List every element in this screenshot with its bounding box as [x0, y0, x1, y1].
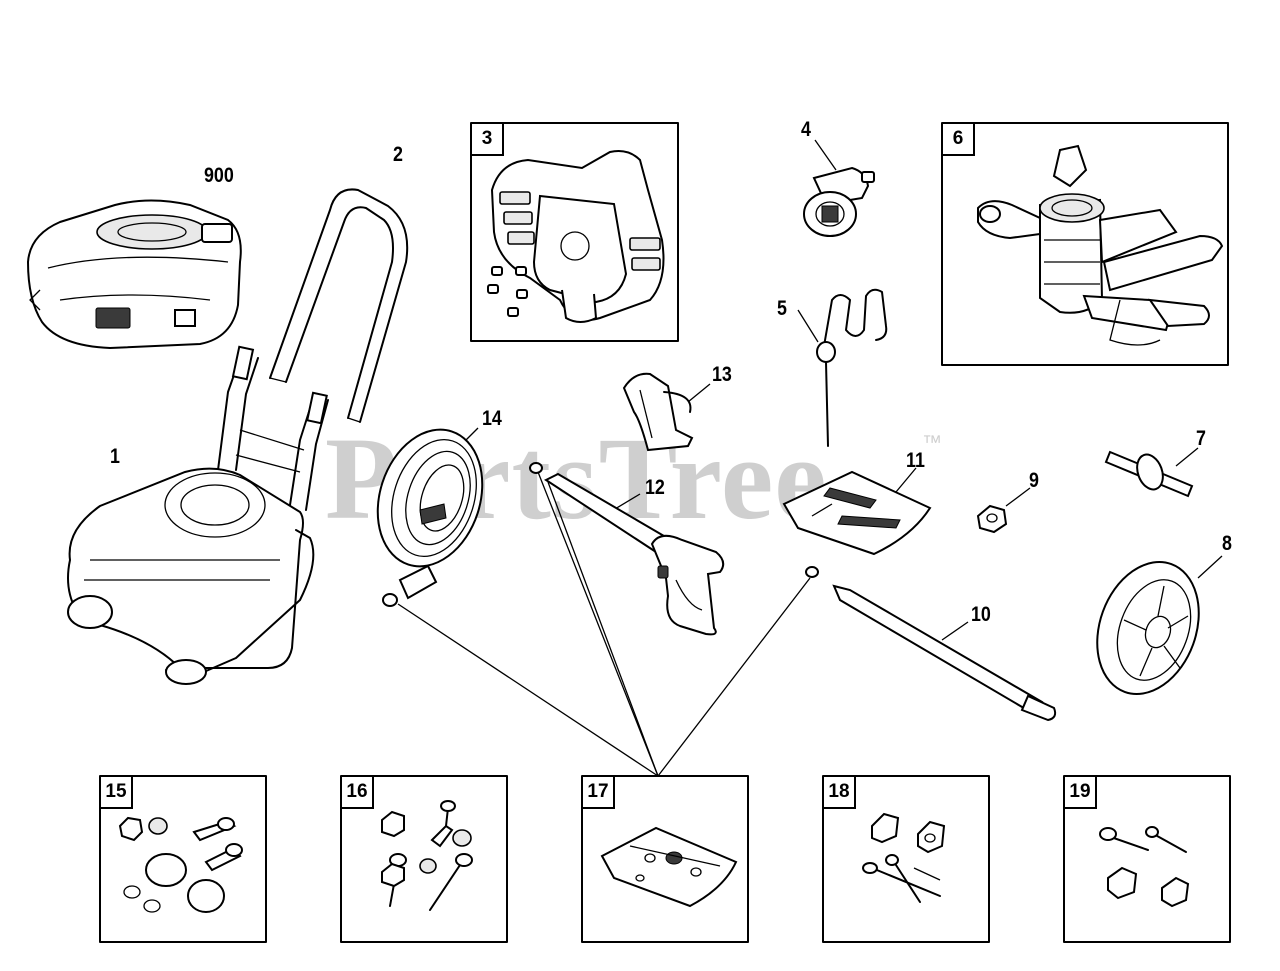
- part-18-hardware: [862, 812, 946, 903]
- callout-13: 13: [712, 363, 732, 386]
- box-18-frame: [822, 775, 990, 943]
- box-label-19: 19: [1065, 777, 1097, 809]
- leader-lines: [397, 471, 811, 777]
- box-17-frame: [581, 775, 749, 943]
- box-label-15: 15: [101, 777, 133, 809]
- part-9-nut: [976, 487, 1031, 534]
- box-label-17: 17: [583, 777, 615, 809]
- part-4-nozzle: [803, 139, 875, 237]
- callout-1: 1: [110, 445, 120, 468]
- part-12-gun: [529, 462, 725, 636]
- box-3-frame: [470, 122, 679, 342]
- callout-14: 14: [482, 407, 502, 430]
- callout-11: 11: [906, 449, 925, 472]
- callout-8: 8: [1222, 532, 1232, 555]
- callout-5: 5: [777, 297, 787, 320]
- callout-10: 10: [971, 603, 991, 626]
- part-15-hardware: [118, 816, 243, 913]
- part-13-holster: [622, 372, 711, 452]
- box-label-3: 3: [472, 124, 504, 156]
- box-16-frame: [340, 775, 508, 943]
- part-900-engine: [26, 199, 242, 350]
- callout-7: 7: [1196, 427, 1206, 450]
- part-10-wand: [805, 566, 1057, 722]
- part-17-repair-kit: [600, 826, 738, 908]
- part-5-hook: [797, 288, 888, 447]
- box-6-frame: [941, 122, 1229, 366]
- box-label-6: 6: [943, 124, 975, 156]
- part-19-hardware: [1099, 826, 1190, 908]
- part-2-handle: [269, 188, 409, 423]
- watermark-trademark: ™: [922, 432, 942, 454]
- part-6-pump: [977, 144, 1224, 346]
- part-8-wheel: [1096, 555, 1223, 695]
- callout-2: 2: [393, 143, 403, 166]
- part-14-hose: [376, 427, 484, 607]
- callout-900: 900: [204, 164, 234, 187]
- callout-4: 4: [801, 118, 811, 141]
- part-7-axle: [1104, 447, 1199, 498]
- box-label-18: 18: [824, 777, 856, 809]
- part-11-decals: [782, 467, 932, 556]
- part-16-hardware: [381, 800, 473, 911]
- callout-12: 12: [645, 476, 665, 499]
- callout-9: 9: [1029, 469, 1039, 492]
- part-1-frame: [67, 345, 329, 685]
- part-3-control-panel: [487, 150, 665, 323]
- box-15-frame: [99, 775, 267, 943]
- box-19-frame: [1063, 775, 1231, 943]
- box-label-16: 16: [342, 777, 374, 809]
